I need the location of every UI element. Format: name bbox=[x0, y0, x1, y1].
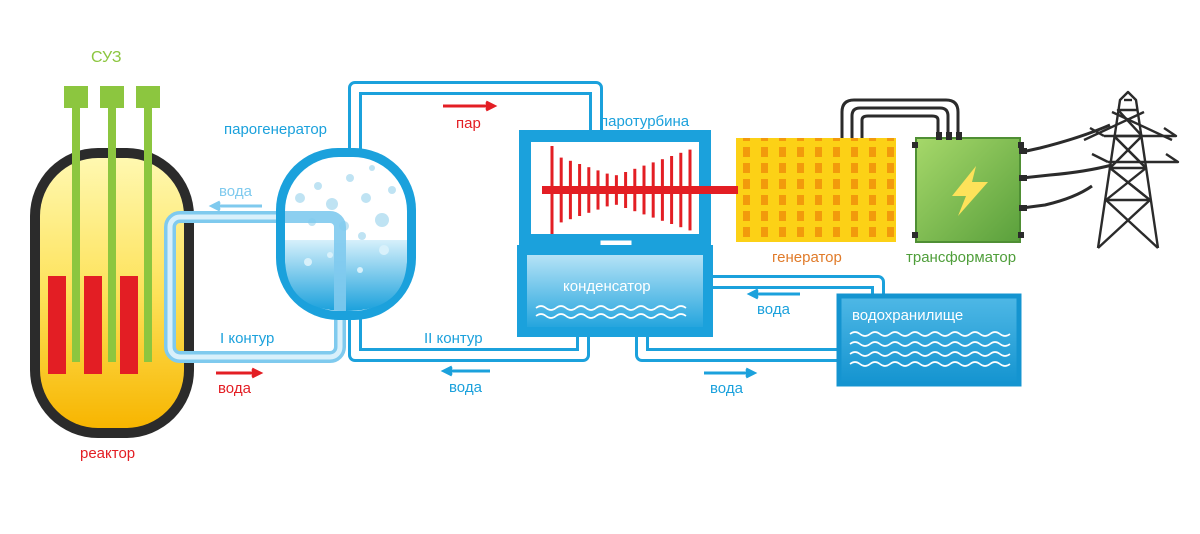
label-steam: пар bbox=[456, 115, 481, 132]
label-reservoir: водохранилище bbox=[852, 307, 963, 324]
condenser-waves bbox=[535, 305, 687, 319]
bubbles bbox=[295, 165, 396, 273]
turbine-blade bbox=[642, 165, 646, 215]
label-secondary-loop: II контур bbox=[424, 330, 483, 347]
flow-arrows bbox=[208, 100, 800, 379]
arrow-water-return bbox=[208, 200, 262, 212]
steam-turbine bbox=[519, 130, 742, 246]
fuel-rods bbox=[48, 276, 138, 374]
turbine-blade bbox=[614, 175, 618, 205]
reservoir bbox=[836, 293, 1022, 387]
turbine-blade bbox=[660, 159, 664, 221]
label-water-secondary: вода bbox=[449, 379, 483, 396]
cables bbox=[840, 98, 1113, 210]
turbine-blade bbox=[578, 164, 582, 216]
turbine-blade bbox=[670, 156, 674, 224]
secondary-loop-pipes bbox=[348, 81, 885, 362]
labels: СУЗ реактор парогенератор пар паротурбин… bbox=[80, 49, 1016, 462]
label-water-reservoir-out: вода bbox=[710, 380, 744, 397]
control-rods bbox=[64, 86, 160, 362]
label-steam-generator: парогенератор bbox=[224, 121, 327, 138]
label-primary-loop: I контур bbox=[220, 330, 274, 347]
turbine-blade bbox=[688, 149, 692, 231]
turbine-blade bbox=[568, 160, 572, 220]
label-water-return: вода bbox=[219, 183, 253, 200]
label-water-reservoir-in: вода bbox=[757, 301, 791, 318]
label-generator: генератор bbox=[772, 249, 842, 266]
turbine-blade bbox=[559, 157, 563, 223]
label-reactor: реактор bbox=[80, 445, 135, 462]
turbine-blade bbox=[596, 170, 600, 210]
turbine-blades bbox=[550, 146, 692, 234]
label-transformer: трансформатор bbox=[906, 249, 1016, 266]
reservoir-waves bbox=[849, 331, 1011, 367]
reactor bbox=[30, 86, 194, 438]
label-condenser: конденсатор bbox=[563, 278, 651, 295]
lightning-icon bbox=[952, 166, 988, 216]
arrow-water-in bbox=[746, 288, 800, 300]
arrow-water-secondary bbox=[440, 365, 490, 377]
turbine-blade bbox=[633, 168, 637, 212]
arrow-water-out bbox=[704, 367, 758, 379]
power-pylon-icon bbox=[1083, 90, 1180, 249]
steam-generator bbox=[276, 148, 416, 320]
turbine-blade bbox=[605, 173, 609, 207]
turbine-blade bbox=[587, 167, 591, 213]
condenser bbox=[517, 235, 713, 337]
label-suz: СУЗ bbox=[91, 49, 122, 66]
label-turbine: паротурбина bbox=[600, 113, 690, 130]
turbine-blade bbox=[651, 162, 655, 218]
turbine-blade bbox=[550, 146, 554, 234]
turbine-blade bbox=[624, 172, 628, 208]
label-water-primary: вода bbox=[218, 380, 252, 397]
arrow-steam bbox=[443, 100, 498, 112]
arrow-water-primary bbox=[216, 367, 264, 379]
turbine-blade bbox=[679, 152, 683, 228]
transformer bbox=[912, 132, 1027, 243]
generator bbox=[705, 138, 896, 242]
